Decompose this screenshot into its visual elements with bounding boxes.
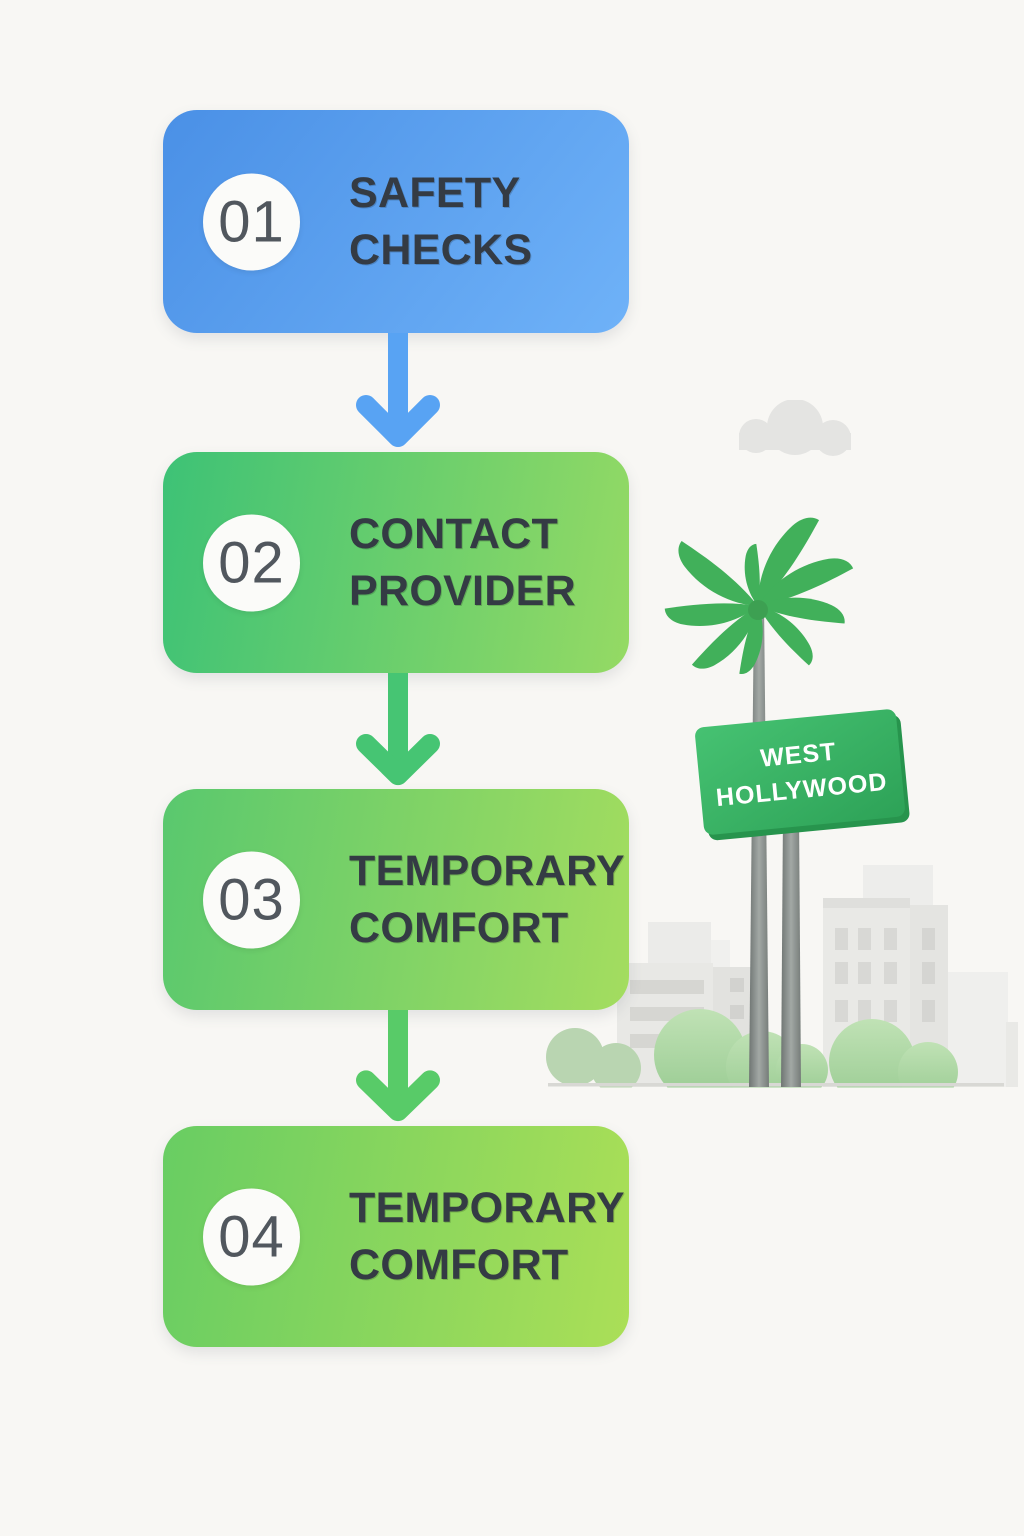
step-title-line2: COMFORT <box>349 903 569 952</box>
step-title: SAFETY CHECKS <box>349 110 619 333</box>
step-title-line1: TEMPORARY <box>349 1183 625 1232</box>
step-title-line1: TEMPORARY <box>349 846 625 895</box>
step-box-3: 03 TEMPORARY COMFORT <box>163 789 629 1010</box>
step-title-line1: CONTACT <box>349 509 559 558</box>
step-title-line1: SAFETY <box>349 168 521 217</box>
building-right-parapet <box>823 898 910 908</box>
step-title: CONTACT PROVIDER <box>349 452 619 673</box>
step-number-badge: 04 <box>203 1188 300 1285</box>
ground-line <box>548 1083 1004 1087</box>
flow-arrow-down-1 <box>356 333 440 447</box>
sign-face <box>695 709 905 835</box>
step-title: TEMPORARY COMFORT <box>349 1126 625 1347</box>
step-number: 01 <box>218 189 285 254</box>
flow-arrow-down-2 <box>356 673 440 786</box>
bush-left-icon <box>546 1028 641 1093</box>
building-right-tower-windows <box>922 928 935 1022</box>
west-hollywood-sign: WEST HOLLYWOOD <box>695 709 910 841</box>
building-right-windows <box>835 928 897 1022</box>
palm-trunk <box>749 602 769 1087</box>
step-number-badge: 03 <box>203 851 300 948</box>
step-number: 02 <box>218 530 285 595</box>
step-title-line2: PROVIDER <box>349 566 576 615</box>
building-far-right-sliver <box>1006 1022 1018 1087</box>
step-title-line2: CHECKS <box>349 225 533 274</box>
step-number-badge: 01 <box>203 173 300 270</box>
west-hollywood-illustration: WEST HOLLYWOOD <box>540 400 1024 1100</box>
step-number: 03 <box>218 867 285 932</box>
step-box-1: 01 SAFETY CHECKS <box>163 110 629 333</box>
step-box-2: 02 CONTACT PROVIDER <box>163 452 629 673</box>
building-far-right <box>948 972 1008 1087</box>
step-title: TEMPORARY COMFORT <box>349 789 625 1010</box>
palm-tree-icon <box>664 517 854 674</box>
step-title-line2: COMFORT <box>349 1240 569 1289</box>
ground-mask <box>540 1087 1024 1100</box>
step-number: 04 <box>218 1204 285 1269</box>
step-box-4: 04 TEMPORARY COMFORT <box>163 1126 629 1347</box>
building-mid-windows <box>730 978 744 1019</box>
sign-post <box>781 812 801 1087</box>
flow-arrow-down-3 <box>356 1010 440 1122</box>
step-number-badge: 02 <box>203 514 300 611</box>
cloud-icon <box>739 400 851 456</box>
